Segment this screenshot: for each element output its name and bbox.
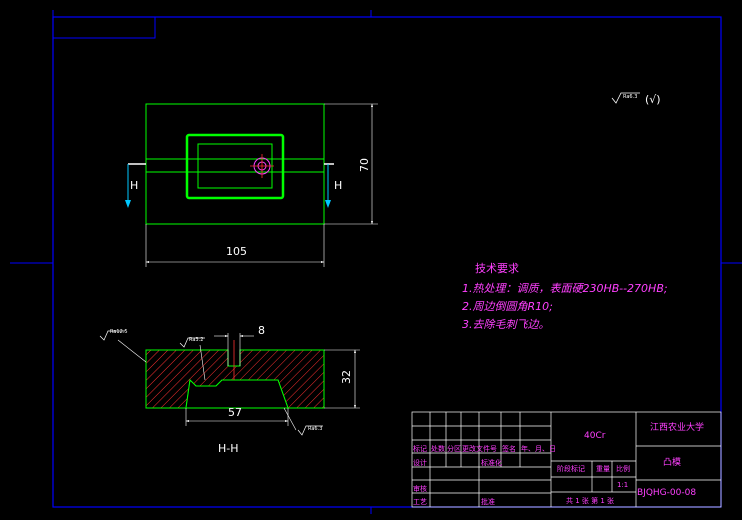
section-marker-left: H xyxy=(130,179,138,192)
dim-slot: 8 xyxy=(258,324,265,337)
svg-text:技术要求: 技术要求 xyxy=(475,262,519,275)
top-view: H H 105 70 xyxy=(125,103,378,267)
svg-text:重量: 重量 xyxy=(596,465,610,473)
svg-text:处数: 处数 xyxy=(431,444,445,453)
svg-text:Ra3.2: Ra3.2 xyxy=(189,337,203,343)
title-block-text: 标记 处数 分区 更改文件号 签名 年、月、日 设计 标准化 审核 工艺 批准 … xyxy=(413,421,704,506)
title-block xyxy=(411,411,722,508)
roughness-symbol-top: Ra6.3 (√) xyxy=(611,92,661,106)
svg-text:3.去除毛刺飞边。: 3.去除毛刺飞边。 xyxy=(462,318,550,331)
svg-text:Ra12.5: Ra12.5 xyxy=(110,329,128,335)
svg-text:Ra6.3: Ra6.3 xyxy=(623,94,637,100)
part-name: 凸模 xyxy=(663,457,681,468)
sheet-count: 共 1 张 第 1 张 xyxy=(566,496,614,505)
svg-text:(√): (√) xyxy=(645,93,661,106)
dim-width: 105 xyxy=(226,245,247,258)
svg-text:2.周边倒圆角R10;: 2.周边倒圆角R10; xyxy=(462,300,553,313)
section-view: 8 32 57 Ra12.5 Ra3.2 Ra6.3 H-H xyxy=(99,324,360,455)
scale: 1:1 xyxy=(617,481,628,489)
dim-section-height: 32 xyxy=(340,370,353,384)
svg-text:比例: 比例 xyxy=(616,464,630,473)
svg-text:标记: 标记 xyxy=(413,444,427,453)
svg-text:批准: 批准 xyxy=(481,497,495,506)
school-name: 江西农业大学 xyxy=(650,421,704,433)
svg-text:阶段标记: 阶段标记 xyxy=(557,464,585,473)
svg-text:签名: 签名 xyxy=(502,444,516,453)
svg-text:工艺: 工艺 xyxy=(413,498,427,506)
technical-requirements: 技术要求 1.热处理：调质，表面硬230HB--270HB; 2.周边倒圆角R1… xyxy=(462,262,668,331)
drawing-number: BJQHG-00-08 xyxy=(637,488,696,498)
dim-base: 57 xyxy=(228,406,242,419)
svg-text:更改文件号: 更改文件号 xyxy=(462,444,497,453)
dim-height: 70 xyxy=(358,158,371,172)
sheet-frame xyxy=(10,10,742,514)
svg-text:年、月、日: 年、月、日 xyxy=(521,444,556,453)
section-marker-right: H xyxy=(334,179,342,192)
svg-text:标准化: 标准化 xyxy=(481,458,502,467)
section-label: H-H xyxy=(218,442,239,455)
material: 40Cr xyxy=(584,431,606,441)
svg-text:分区: 分区 xyxy=(447,444,461,453)
svg-text:设计: 设计 xyxy=(413,458,427,467)
svg-text:1.热处理：调质，表面硬230HB--270HB;: 1.热处理：调质，表面硬230HB--270HB; xyxy=(462,282,668,295)
svg-text:Ra6.3: Ra6.3 xyxy=(308,426,322,432)
svg-text:审核: 审核 xyxy=(413,484,427,493)
